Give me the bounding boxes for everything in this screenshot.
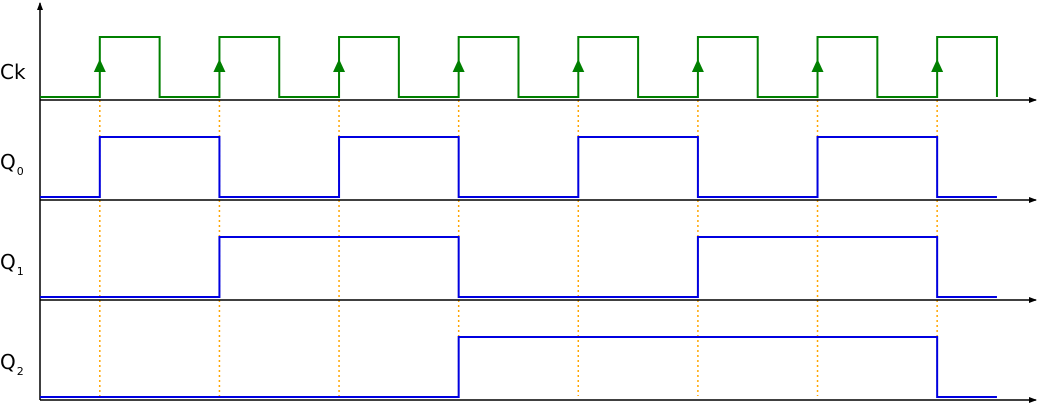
label-subscript: 1 [16, 265, 24, 278]
label-text: Q [0, 350, 16, 374]
rising-edge-arrow-icon [452, 59, 465, 72]
rising-edge-arrow-icon [691, 59, 704, 72]
waveform-q0 [40, 136, 997, 198]
rising-edge-arrow-icon [213, 59, 226, 72]
rising-edge-arrow-icon [93, 59, 106, 72]
edge-guides [99, 100, 938, 396]
label-text: Q [0, 150, 16, 174]
label-q2: Q2 [0, 350, 24, 378]
label-subscript: 0 [16, 165, 24, 178]
rising-edge-arrow-icon [811, 59, 824, 72]
waveforms [40, 36, 998, 398]
rising-edge-arrow-icon [333, 59, 346, 72]
rising-edge-arrow-icon [572, 59, 585, 72]
label-text: Q [0, 250, 16, 274]
label-subscript: 2 [16, 365, 24, 378]
waveform-q2 [40, 336, 997, 398]
waveform-ck [40, 36, 998, 98]
waveform-q1 [40, 236, 997, 298]
rising-edge-arrow-icon [931, 59, 944, 72]
label-q0: Q0 [0, 150, 24, 178]
label-text: Ck [0, 60, 26, 84]
axes [37, 2, 1037, 403]
label-q1: Q1 [0, 250, 24, 278]
label-ck: Ck [0, 60, 26, 84]
